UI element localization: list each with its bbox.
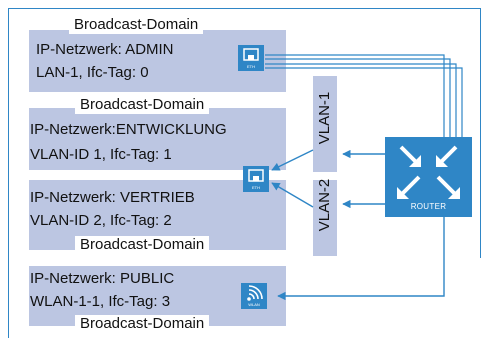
public-wlan-access-point: WLAN <box>241 283 267 309</box>
vertrieb-broadcast-domain-label: Broadcast-Domain <box>75 236 210 254</box>
entwicklung-broadcast-domain-label: Broadcast-Domain <box>75 96 210 114</box>
frame-right-border <box>480 8 481 258</box>
router-label: ROUTER <box>410 202 447 211</box>
entwicklung-network-label: IP-Netzwerk:ENTWICKLUNG <box>30 121 227 138</box>
vertrieb-detail-label: VLAN-ID 2, Ifc-Tag: 2 <box>30 212 172 229</box>
vlan-1-to-switch-arrow <box>271 149 314 171</box>
vertrieb-network-label: IP-Netzwerk: VERTRIEB <box>30 189 195 206</box>
admin-switch-label: ETH <box>247 64 255 69</box>
admin-detail-label: LAN-1, Ifc-Tag: 0 <box>36 64 149 81</box>
frame-left-border <box>8 8 9 338</box>
admin-link-line-4 <box>265 67 463 137</box>
public-link-line <box>277 217 445 301</box>
public-detail-label: WLAN-1-1, Ifc-Tag: 3 <box>30 293 171 310</box>
ethernet-port-icon <box>248 169 264 182</box>
admin-link-line-1 <box>265 54 445 137</box>
admin-ethernet-switch: ETH <box>238 45 264 71</box>
entwicklung-domain-box <box>29 108 286 170</box>
router-arrows-icon <box>397 145 460 199</box>
public-network-label: IP-Netzwerk: PUBLIC <box>30 270 175 287</box>
public-broadcast-domain-label: Broadcast-Domain <box>75 315 210 333</box>
admin-link-line-2 <box>265 58 451 137</box>
frame-top-border <box>8 8 480 9</box>
vlan-ethernet-switch: ETH <box>243 166 269 192</box>
vlan-switch-label: ETH <box>252 185 260 190</box>
admin-link-line-3 <box>265 63 457 137</box>
admin-broadcast-domain-label: Broadcast-Domain <box>69 16 204 34</box>
entwicklung-detail-label: VLAN-ID 1, Ifc-Tag: 1 <box>30 146 172 163</box>
vlan-1-box <box>313 76 337 172</box>
vlan-2-to-switch-arrow <box>271 182 314 208</box>
admin-network-label: IP-Netzwerk: ADMIN <box>36 41 174 58</box>
wifi-signal-icon <box>247 285 263 301</box>
wlan-ap-label: WLAN <box>248 302 260 307</box>
router: ROUTER <box>385 137 472 217</box>
vlan-2-box <box>313 180 337 256</box>
ethernet-port-icon <box>243 48 259 61</box>
